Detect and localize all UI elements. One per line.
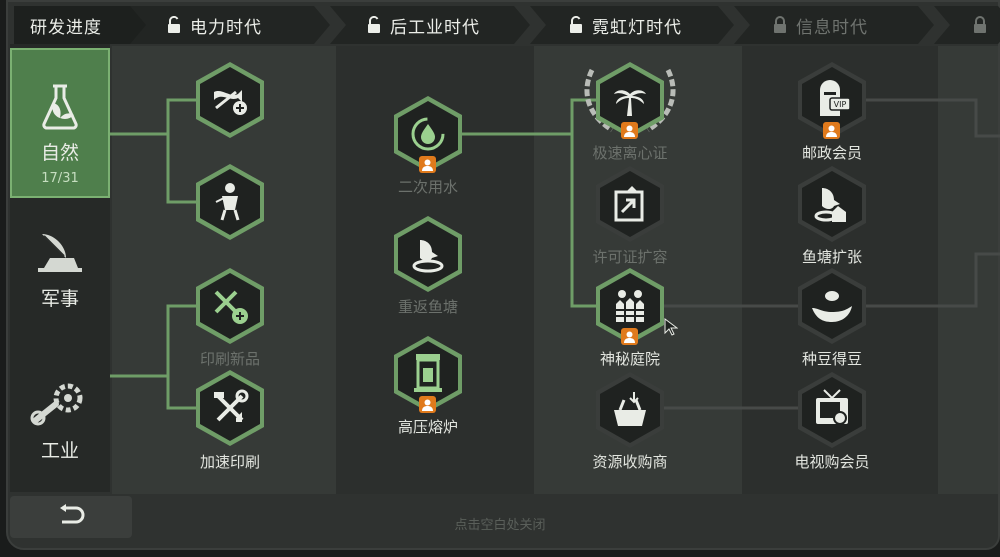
era-column-next <box>938 46 998 494</box>
tech-node-postal-membership[interactable]: VIP <box>792 60 872 140</box>
tab-electric-era[interactable]: 电力时代 <box>130 6 330 44</box>
worker-badge-icon <box>419 156 436 173</box>
tech-node-tv-shopping[interactable] <box>792 370 872 450</box>
worker-badge-icon <box>823 122 840 139</box>
tech-node-label: 加速印刷 <box>199 453 260 471</box>
tech-node-label: 邮政会员 <box>801 144 862 162</box>
connector-line <box>110 98 196 136</box>
flask-leaf-icon <box>12 84 108 134</box>
sidebar-item-nature[interactable]: 自然 17/31 <box>10 48 110 198</box>
padlock-icon <box>772 16 788 34</box>
tab-neon-era[interactable]: 霓虹灯时代 <box>530 6 734 44</box>
worker-badge-icon <box>419 396 436 413</box>
connector-line <box>110 304 196 378</box>
tv-shopping-icon <box>816 389 848 425</box>
svg-text:VIP: VIP <box>834 100 847 109</box>
tech-node-resource-buyer[interactable] <box>590 370 670 450</box>
fisherman-icon <box>215 183 240 221</box>
document-expand-icon <box>614 186 644 222</box>
tech-node-bean-harvest[interactable] <box>792 266 872 346</box>
worker-badge-icon <box>621 328 638 345</box>
connector-line <box>570 134 598 308</box>
sidebar-item-label: 工业 <box>40 440 79 462</box>
tech-node-label: 资源收购商 <box>592 453 668 471</box>
tech-node-fast-printing[interactable] <box>190 368 270 448</box>
sidebar-item-industry[interactable]: 工业 <box>10 378 110 463</box>
tech-node-mystic-garden[interactable] <box>590 266 670 346</box>
tech-node-label: 极速离心证 <box>592 144 668 162</box>
progress-count: 17/31 <box>41 171 79 186</box>
back-button[interactable] <box>10 496 132 538</box>
tab-information-era[interactable]: 信息时代 <box>734 6 934 44</box>
palm-laurel-icon <box>614 90 646 116</box>
laurel-wreath-icon <box>584 68 676 133</box>
unlocked-padlock-icon <box>568 16 584 34</box>
tech-node-fisherman[interactable] <box>190 162 270 242</box>
sidebar-item-military[interactable]: 军事 <box>10 228 110 311</box>
hammer-wrench-icon <box>214 389 249 422</box>
active-connections <box>110 98 598 410</box>
furnace-icon <box>414 354 442 392</box>
tech-node-water-reuse[interactable] <box>388 94 468 174</box>
tab-label: 电力时代 <box>190 17 262 38</box>
tech-node-back-to-pond[interactable] <box>388 214 468 294</box>
tech-node-label: 重返鱼塘 <box>397 298 458 316</box>
sidebar-item-label: 军事 <box>40 288 79 310</box>
gear-wrench-icon <box>10 378 110 432</box>
return-arrow-icon <box>56 504 86 530</box>
inactive-connections <box>660 98 1000 410</box>
tab-postindustrial-era[interactable]: 后工业时代 <box>330 6 530 44</box>
close-hint: 点击空白处关闭 <box>454 518 546 533</box>
era-tab-bar: 研发进度 电力时代 后工业时代 霓虹灯时代 信息时代 <box>0 6 1000 44</box>
tech-node-fish-supply[interactable] <box>190 60 270 140</box>
tab-label: 信息时代 <box>796 17 868 38</box>
tech-node-label: 许可证扩容 <box>592 248 668 266</box>
category-sidebar: 自然 17/31 军事 工业 <box>10 44 110 492</box>
hand-bean-icon <box>812 291 852 322</box>
tech-node-printing-new[interactable] <box>190 266 270 346</box>
connector-line <box>166 376 196 410</box>
tech-node-express-certificate[interactable] <box>584 60 676 140</box>
unlocked-padlock-icon <box>366 16 382 34</box>
crossed-fish-plus-icon <box>214 90 247 115</box>
water-drop-cycle-icon <box>411 117 445 151</box>
tech-node-label: 高压熔炉 <box>397 418 458 436</box>
tech-node-label: 电视购会员 <box>794 453 870 471</box>
tab-research-progress[interactable]: 研发进度 <box>14 6 156 44</box>
worker-badge-icon <box>621 122 638 139</box>
connector-line <box>458 98 598 136</box>
tech-node-label: 种豆得豆 <box>801 350 862 368</box>
basket-down-icon <box>614 392 646 426</box>
radar-dish-icon <box>10 228 110 280</box>
connector-line <box>166 134 196 204</box>
padlock-icon <box>972 16 988 34</box>
tech-node-label: 二次用水 <box>397 178 458 196</box>
fish-pond-icon <box>412 240 444 273</box>
connector-line <box>862 98 1000 138</box>
hex-frame <box>798 268 866 344</box>
hex-frame <box>196 62 264 138</box>
garden-fence-icon <box>614 290 646 322</box>
sidebar-item-label: 自然 <box>40 142 79 164</box>
tab-label: 后工业时代 <box>390 17 480 38</box>
tech-node-license-expansion[interactable] <box>590 164 670 244</box>
tech-node-high-pressure-furnace[interactable] <box>388 334 468 414</box>
tech-node-label: 神秘庭院 <box>599 350 660 368</box>
connector-line <box>862 252 1000 308</box>
tech-node-label: 印刷新品 <box>199 350 260 368</box>
tech-node-label: 鱼塘扩张 <box>801 248 862 266</box>
fish-house-icon <box>814 188 846 222</box>
tab-label: 霓虹灯时代 <box>592 17 682 38</box>
tab-label: 研发进度 <box>30 17 102 38</box>
mouse-cursor-icon <box>664 318 678 336</box>
tech-node-pond-expansion[interactable] <box>792 164 872 244</box>
unlocked-padlock-icon <box>166 16 182 34</box>
tools-plus-icon <box>214 290 248 324</box>
mailbox-vip-icon: VIP <box>820 80 851 116</box>
